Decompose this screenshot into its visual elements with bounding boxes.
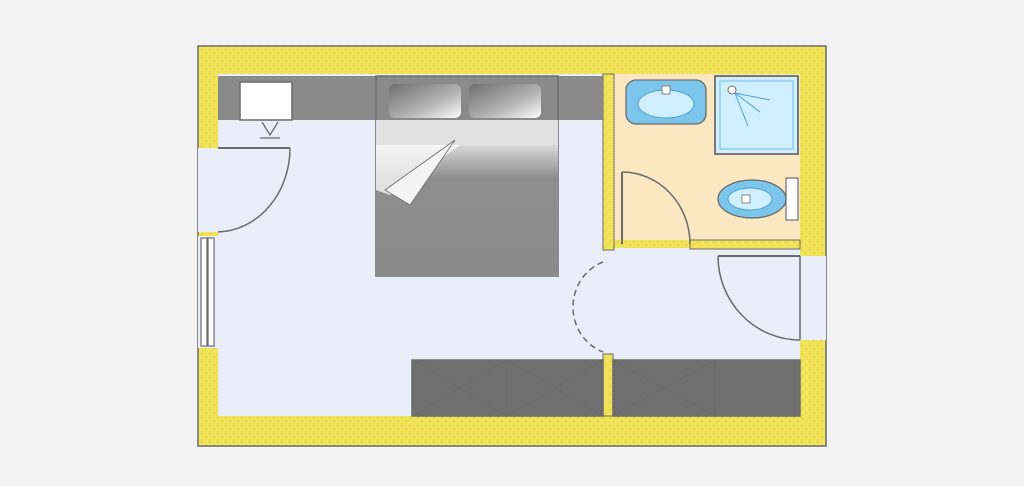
door-icon (217, 147, 291, 233)
bedside-counter (557, 76, 603, 120)
bathroom-partition-wall (602, 73, 615, 251)
shower-icon (714, 75, 799, 155)
desk-icon (218, 76, 376, 139)
right-door-opening (800, 256, 826, 340)
sink-icon (625, 79, 707, 125)
wardrobe-icon (411, 359, 604, 417)
wardrobe-partition-wall (602, 353, 614, 417)
bathroom-bottom-wall (689, 239, 801, 250)
door-icon (717, 255, 801, 341)
window-icon (200, 237, 215, 347)
double-bed-icon (375, 75, 559, 277)
entrance-door-opening (198, 148, 218, 232)
door-icon (621, 171, 691, 245)
wardrobe-icon (612, 359, 801, 417)
toilet-icon (717, 177, 799, 221)
hallway-opening-arc (572, 261, 604, 353)
